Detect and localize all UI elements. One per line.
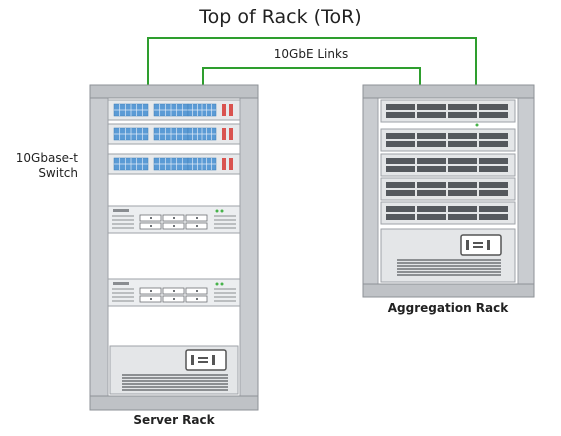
link-inner	[202, 67, 421, 85]
links-label: 10GbE Links	[273, 47, 349, 61]
server-rack-caption: Server Rack	[133, 413, 215, 427]
title: Top of Rack (ToR)	[199, 6, 362, 28]
aggregation-switch-icon	[380, 128, 516, 152]
aggregation-rack-caption: Aggregation Rack	[387, 301, 509, 315]
aggregation-chassis-icon	[380, 228, 516, 283]
server-unit-icon	[107, 278, 241, 307]
aggregation-switch-icon	[380, 153, 516, 177]
aggregation-rack	[362, 84, 535, 298]
link-outer	[147, 37, 477, 85]
server-rack	[89, 84, 259, 411]
aggregation-switch-icon	[380, 201, 516, 225]
aggregation-switch-icon	[380, 99, 516, 127]
server-unit-icon	[107, 205, 241, 234]
switch-label: 10Gbase-t Switch	[2, 151, 78, 181]
switch-label-line-2: Switch	[38, 166, 78, 180]
switch-unit-icon	[107, 99, 241, 121]
switch-unit-icon	[107, 153, 241, 175]
aggregation-switch-icon	[380, 177, 516, 201]
storage-unit-icon	[109, 345, 239, 395]
switch-unit-icon	[107, 123, 241, 145]
switch-label-line-1: 10Gbase-t	[15, 151, 78, 165]
links	[147, 37, 477, 85]
